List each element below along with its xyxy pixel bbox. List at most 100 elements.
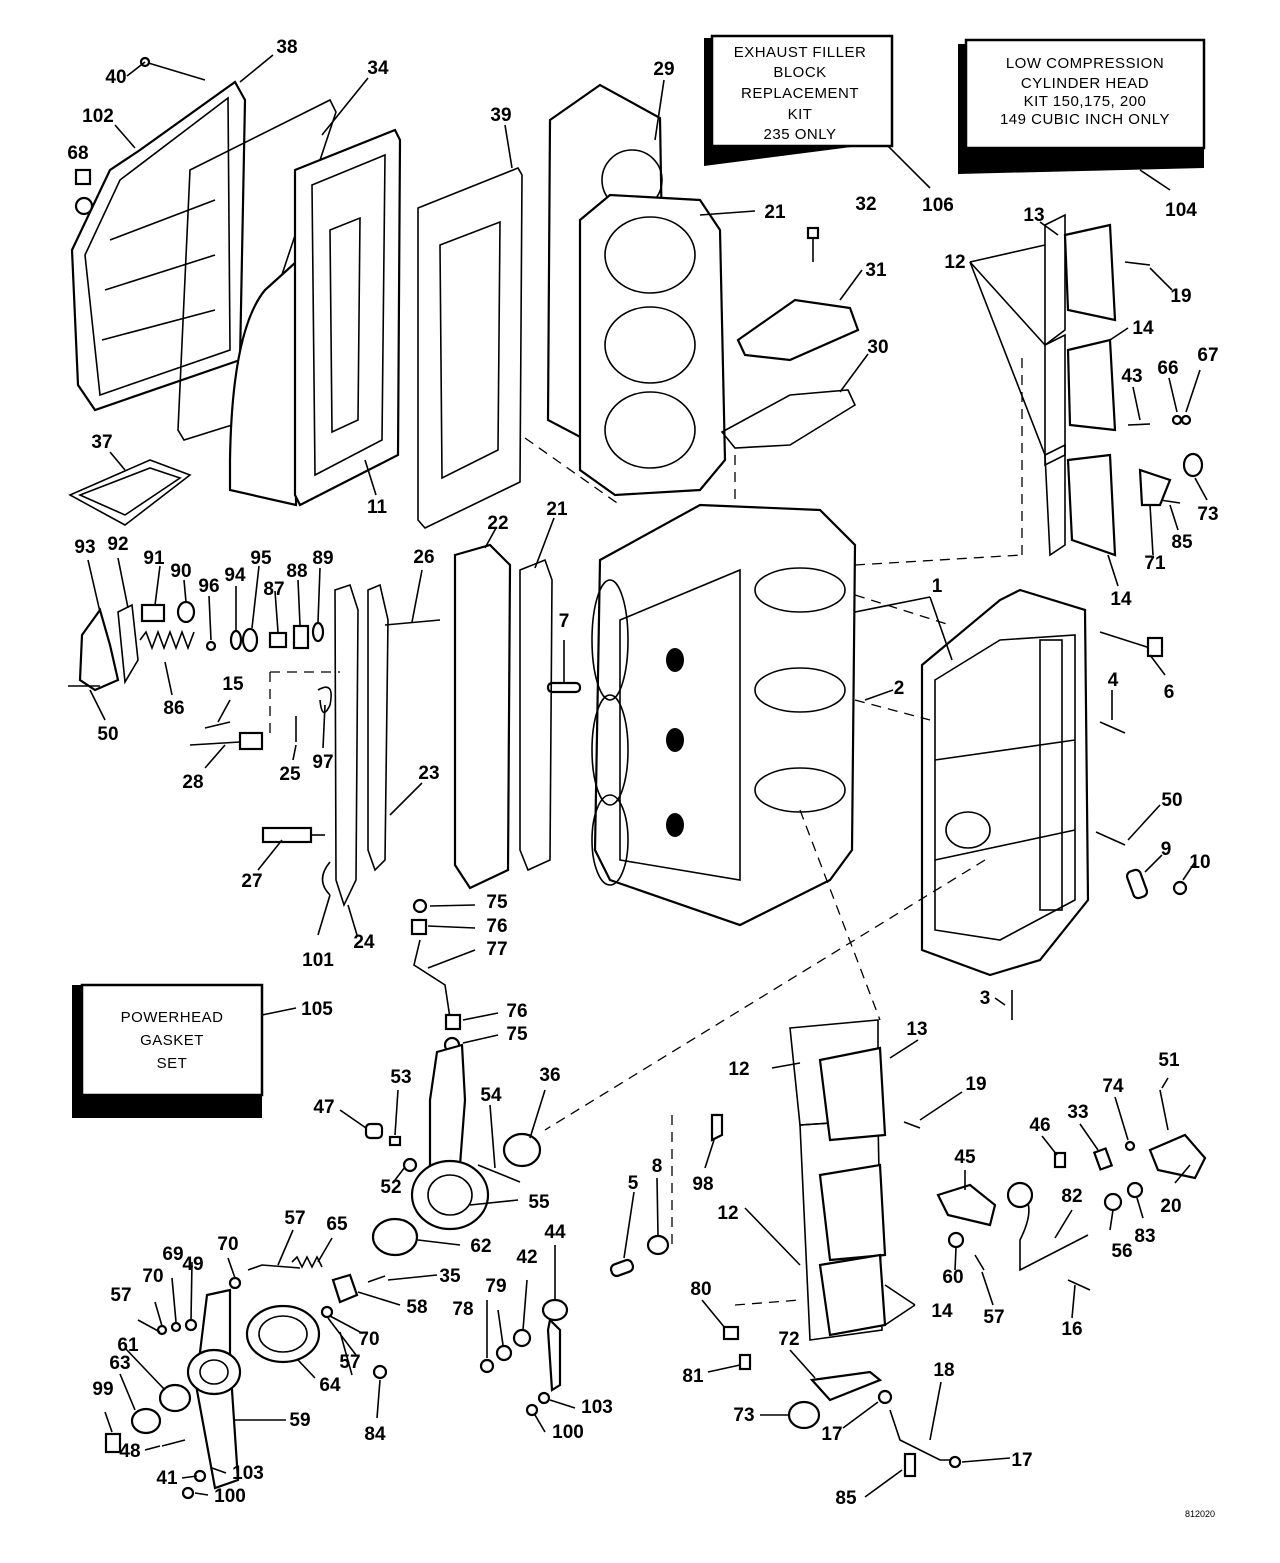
callout-106: 106 <box>922 195 954 216</box>
bolt-26 <box>384 619 441 626</box>
callout-66: 66 <box>1157 358 1178 379</box>
callout-40: 40 <box>105 67 126 88</box>
callout-64: 64 <box>319 1375 341 1396</box>
fitting-87 <box>268 631 288 649</box>
gasket-24 <box>334 583 359 908</box>
callout-20: 20 <box>1160 1196 1181 1217</box>
callout-93: 93 <box>74 537 95 558</box>
callout-48: 48 <box>119 1441 140 1462</box>
bracket-71 <box>1138 468 1172 507</box>
callout-81: 81 <box>682 1366 704 1387</box>
callout-18: 18 <box>933 1360 954 1381</box>
callout-70-a: 70 <box>217 1234 238 1255</box>
callout-59: 59 <box>289 1410 310 1431</box>
callout-41: 41 <box>156 1468 178 1489</box>
callout-17-mid: 17 <box>821 1424 842 1445</box>
callout-43: 43 <box>1121 366 1142 387</box>
callout-14-top: 14 <box>1132 318 1154 339</box>
bolt-40 <box>139 56 206 81</box>
callout-68: 68 <box>67 143 88 164</box>
callout-50-right: 50 <box>1161 790 1182 811</box>
washer-36 <box>502 1132 542 1168</box>
screw-81 <box>738 1353 752 1371</box>
clip-9 <box>1125 868 1149 900</box>
washer-100-center <box>525 1403 539 1417</box>
center-line-1 <box>524 437 621 506</box>
callout-83: 83 <box>1134 1226 1155 1247</box>
callout-14-bottom: 14 <box>931 1301 953 1322</box>
washer-100-left <box>181 1486 195 1500</box>
callout-19-bottom: 19 <box>965 1074 986 1095</box>
callout-16: 16 <box>1061 1319 1082 1340</box>
callout-102: 102 <box>82 106 114 127</box>
exhaust-kit-line4: KIT <box>788 106 813 123</box>
plug-27 <box>261 826 325 844</box>
callout-57-right: 57 <box>983 1307 1004 1328</box>
callout-4: 4 <box>1108 670 1119 691</box>
seal-90 <box>176 600 196 624</box>
spring-16 <box>1067 1279 1091 1291</box>
callout-55: 55 <box>528 1192 550 1213</box>
callout-10: 10 <box>1189 852 1210 873</box>
bracket-72 <box>809 1370 883 1402</box>
washer-70c <box>320 1305 334 1319</box>
nut-75-top <box>412 898 428 914</box>
pin-47 <box>364 1122 384 1140</box>
plug-73-lower <box>787 1400 821 1430</box>
lever-44 <box>541 1298 569 1392</box>
callout-70-c: 70 <box>358 1329 379 1350</box>
callout-15: 15 <box>222 674 244 695</box>
exhaust-plate-11 <box>293 128 402 507</box>
callout-5: 5 <box>628 1173 639 1194</box>
bearing-62 <box>371 1217 419 1257</box>
head-gasket-21 <box>578 193 727 497</box>
callout-85-bottom: 85 <box>835 1488 857 1509</box>
pin-15 <box>204 721 231 729</box>
washer-17-upper <box>877 1389 893 1405</box>
bracket-45 <box>936 1183 997 1227</box>
callout-56: 56 <box>1111 1241 1132 1262</box>
bolt-50-right <box>1095 831 1126 846</box>
callout-13-top: 13 <box>1023 205 1044 226</box>
gasket-30 <box>720 389 857 449</box>
callout-24: 24 <box>353 932 375 953</box>
washer-69 <box>170 1321 182 1333</box>
powerhead-line1: POWERHEAD <box>121 1009 224 1026</box>
washer-94 <box>229 629 243 651</box>
sleeve-88 <box>292 624 310 650</box>
cover-31 <box>736 298 860 362</box>
clip-53 <box>388 1135 402 1147</box>
screw-33 <box>1092 1147 1114 1171</box>
center-line-8 <box>544 859 986 1131</box>
wire-57-upper <box>247 1264 301 1271</box>
callout-94: 94 <box>224 565 246 586</box>
callout-52: 52 <box>380 1177 401 1198</box>
nut-17-lower <box>948 1455 962 1469</box>
callout-19-top: 19 <box>1170 286 1191 307</box>
callout-50-left: 50 <box>97 724 118 745</box>
callout-99: 99 <box>92 1379 113 1400</box>
intake-manifold-12 <box>789 1019 887 1341</box>
callout-60: 60 <box>942 1267 963 1288</box>
washer-103-center <box>537 1391 551 1405</box>
clip-58 <box>331 1273 359 1304</box>
callout-95: 95 <box>250 548 272 569</box>
callout-6: 6 <box>1164 682 1175 703</box>
gasket-23 <box>367 583 389 872</box>
callout-85-top: 85 <box>1171 532 1193 553</box>
bracket-98 <box>710 1113 724 1142</box>
callout-46: 46 <box>1029 1115 1050 1136</box>
callout-58: 58 <box>406 1297 427 1318</box>
callout-labels: 106 104 105 40 38 34 102 68 39 29 21 32 … <box>67 37 1218 1519</box>
callout-3: 3 <box>980 988 991 1009</box>
exhaust-shroud <box>228 259 298 507</box>
cylinder-block-1 <box>591 503 857 927</box>
connecting-rod-59 <box>186 1288 242 1490</box>
exhaust-kit-line2: BLOCK <box>773 64 826 81</box>
callout-9: 9 <box>1161 839 1172 860</box>
callout-57-mid: 57 <box>339 1352 360 1373</box>
callout-36: 36 <box>539 1065 560 1086</box>
callout-21-mid: 21 <box>546 499 568 520</box>
callout-13-bottom: 13 <box>906 1019 927 1040</box>
callout-53: 53 <box>390 1067 411 1088</box>
